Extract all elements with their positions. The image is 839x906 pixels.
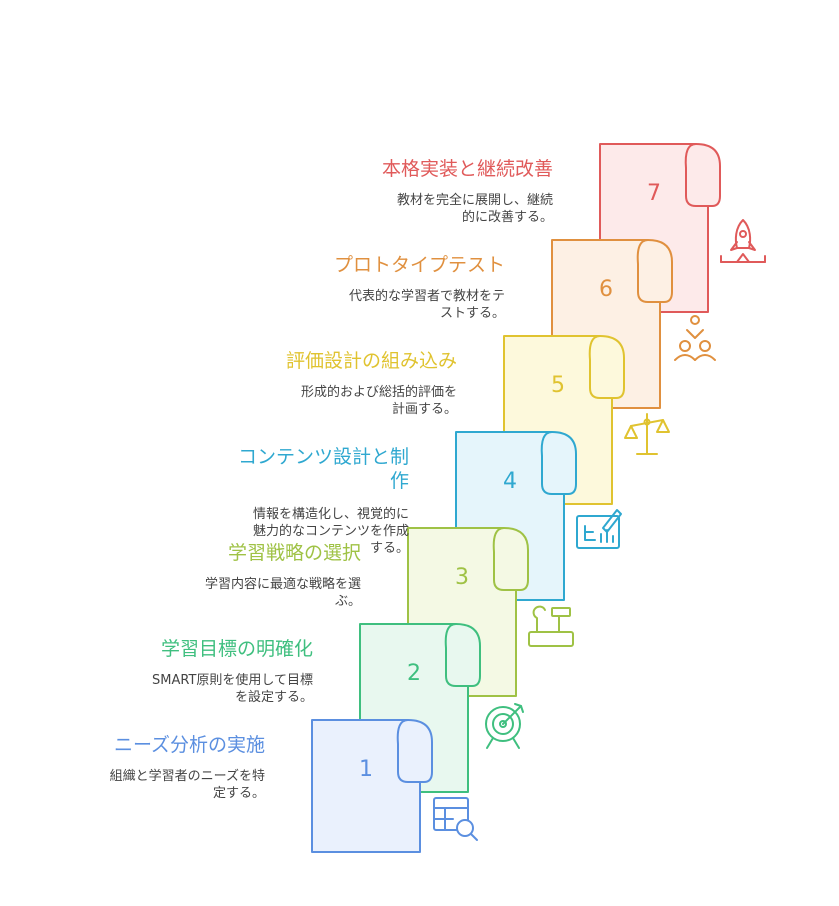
scale-icon [624, 413, 670, 455]
tools-icon [528, 605, 574, 647]
scroll-curl [444, 623, 472, 687]
step-scroll [311, 719, 433, 853]
step-description: SMART原則を使用して目標 を設定する。 [152, 673, 313, 705]
step-description: 代表的な学習者で教材をテ ストする。 [348, 289, 505, 321]
step-title: 学習目標の明確化 [160, 638, 313, 660]
step-number: 2 [407, 661, 421, 686]
scroll-curl [492, 527, 520, 591]
step-description: 学習内容に最適な戦略を選 ぶ。 [204, 577, 361, 609]
scroll-curl [636, 239, 664, 303]
scroll-curl [396, 719, 424, 783]
step-description: 組織と学習者のニーズを特 定する。 [109, 769, 265, 801]
step-title: 本格実装と継続改善 [381, 158, 553, 180]
step-number: 3 [455, 565, 469, 590]
step-number: 1 [359, 757, 373, 782]
step-title: 評価設計の組み込み [285, 350, 457, 372]
step-number: 7 [647, 181, 661, 206]
design-icon [576, 509, 622, 549]
step-title: ニーズ分析の実施 [113, 734, 265, 756]
step-description: 情報を構造化し、視覚的に 魅力的なコンテンツを作成 する。 [252, 507, 409, 556]
step-description: 教材を完全に展開し、継続 的に改善する。 [396, 193, 553, 225]
scroll-curl [684, 143, 712, 207]
step-title: 学習戦略の選択 [227, 542, 361, 564]
step-description: 形成的および総括的評価を 計画する。 [300, 385, 457, 417]
step-number: 4 [503, 469, 517, 494]
rocket-icon [720, 219, 766, 263]
scroll-curl [540, 431, 568, 495]
scroll-curl [588, 335, 616, 399]
step-number: 6 [599, 277, 613, 302]
table-search-icon [433, 797, 478, 841]
target-icon [485, 703, 524, 749]
user-test-icon [674, 315, 716, 361]
step-title: プロトタイプテスト [333, 254, 505, 276]
step-1: 1 [311, 719, 433, 853]
step-title: コンテンツ設計と制 作 [237, 446, 409, 492]
step-number: 5 [551, 373, 565, 398]
